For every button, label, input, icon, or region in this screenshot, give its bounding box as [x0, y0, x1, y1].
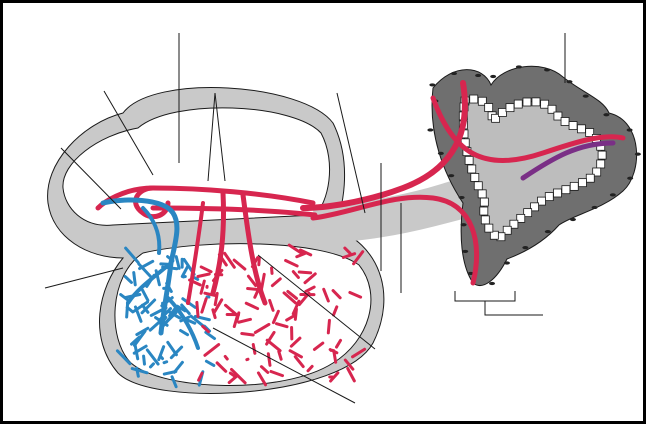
cell-nucleus — [627, 177, 633, 180]
capillary-segment — [268, 354, 270, 366]
cell-nucleus — [490, 75, 496, 78]
bracket-leader — [455, 291, 543, 315]
epithelial-cell — [485, 224, 493, 232]
epithelial-cell — [523, 98, 531, 106]
cell-nucleus — [462, 250, 468, 253]
cell-nucleus — [459, 196, 465, 199]
cell-nucleus — [544, 68, 550, 71]
capillary-segment — [225, 356, 227, 359]
epithelial-cell — [471, 173, 479, 181]
cell-nucleus — [583, 95, 589, 98]
glandular-epithelium — [427, 65, 640, 285]
cell-nucleus — [570, 218, 576, 221]
cell-nucleus — [610, 193, 616, 196]
cell-nucleus — [448, 174, 454, 177]
epithelial-cell — [480, 207, 488, 215]
cell-nucleus — [427, 128, 433, 131]
capillary-segment — [259, 257, 260, 264]
capillary-segment — [164, 362, 167, 363]
cell-nucleus — [461, 223, 467, 226]
capillary-segment — [295, 309, 296, 319]
cell-nucleus — [627, 128, 633, 131]
cell-nucleus — [475, 74, 481, 77]
epithelial-cell — [474, 182, 482, 190]
epithelial-cell — [514, 100, 522, 108]
epithelial-cell — [532, 98, 540, 106]
epithelial-cell — [498, 108, 506, 116]
capillary-segment — [299, 272, 310, 273]
cell-nucleus — [489, 282, 495, 285]
cell-nucleus — [592, 206, 598, 209]
cell-nucleus — [451, 72, 457, 75]
epithelial-cell — [478, 190, 486, 198]
epithelial-cell — [597, 160, 605, 168]
epithelial-cell — [470, 95, 478, 103]
cell-nucleus — [635, 153, 641, 156]
cell-nucleus — [545, 230, 551, 233]
epithelial-cell — [578, 179, 586, 187]
epithelial-cell — [569, 122, 577, 130]
cell-nucleus — [438, 152, 444, 155]
epithelial-cell — [577, 125, 585, 133]
epithelial-cell — [465, 156, 473, 164]
epithelial-cell — [481, 216, 489, 224]
epithelial-cell — [506, 104, 514, 112]
capillary-segment — [134, 273, 135, 285]
epithelial-cell — [586, 174, 594, 182]
cell-nucleus — [516, 65, 522, 68]
epithelial-cell — [561, 118, 569, 126]
cell-nucleus — [566, 80, 572, 83]
capillary-segment — [215, 293, 217, 304]
cell-nucleus — [429, 83, 435, 86]
epithelial-cell — [545, 193, 553, 201]
cell-nucleus — [603, 113, 609, 116]
capillary-segment — [144, 356, 145, 364]
epithelial-cell — [554, 189, 562, 197]
epithelial-cell — [570, 182, 578, 190]
epithelial-cell — [468, 165, 476, 173]
epithelial-cell — [485, 104, 493, 112]
capillary-segment — [242, 333, 253, 334]
epithelial-cell — [541, 100, 549, 108]
capillary-segment — [197, 302, 198, 316]
epithelial-cell — [562, 186, 570, 194]
epithelial-cell — [480, 198, 488, 206]
cell-nucleus — [504, 261, 510, 264]
cell-nucleus — [522, 246, 528, 249]
epithelial-cell — [598, 151, 606, 159]
vascular-diagram — [3, 3, 643, 421]
capillary-segment — [328, 320, 329, 333]
